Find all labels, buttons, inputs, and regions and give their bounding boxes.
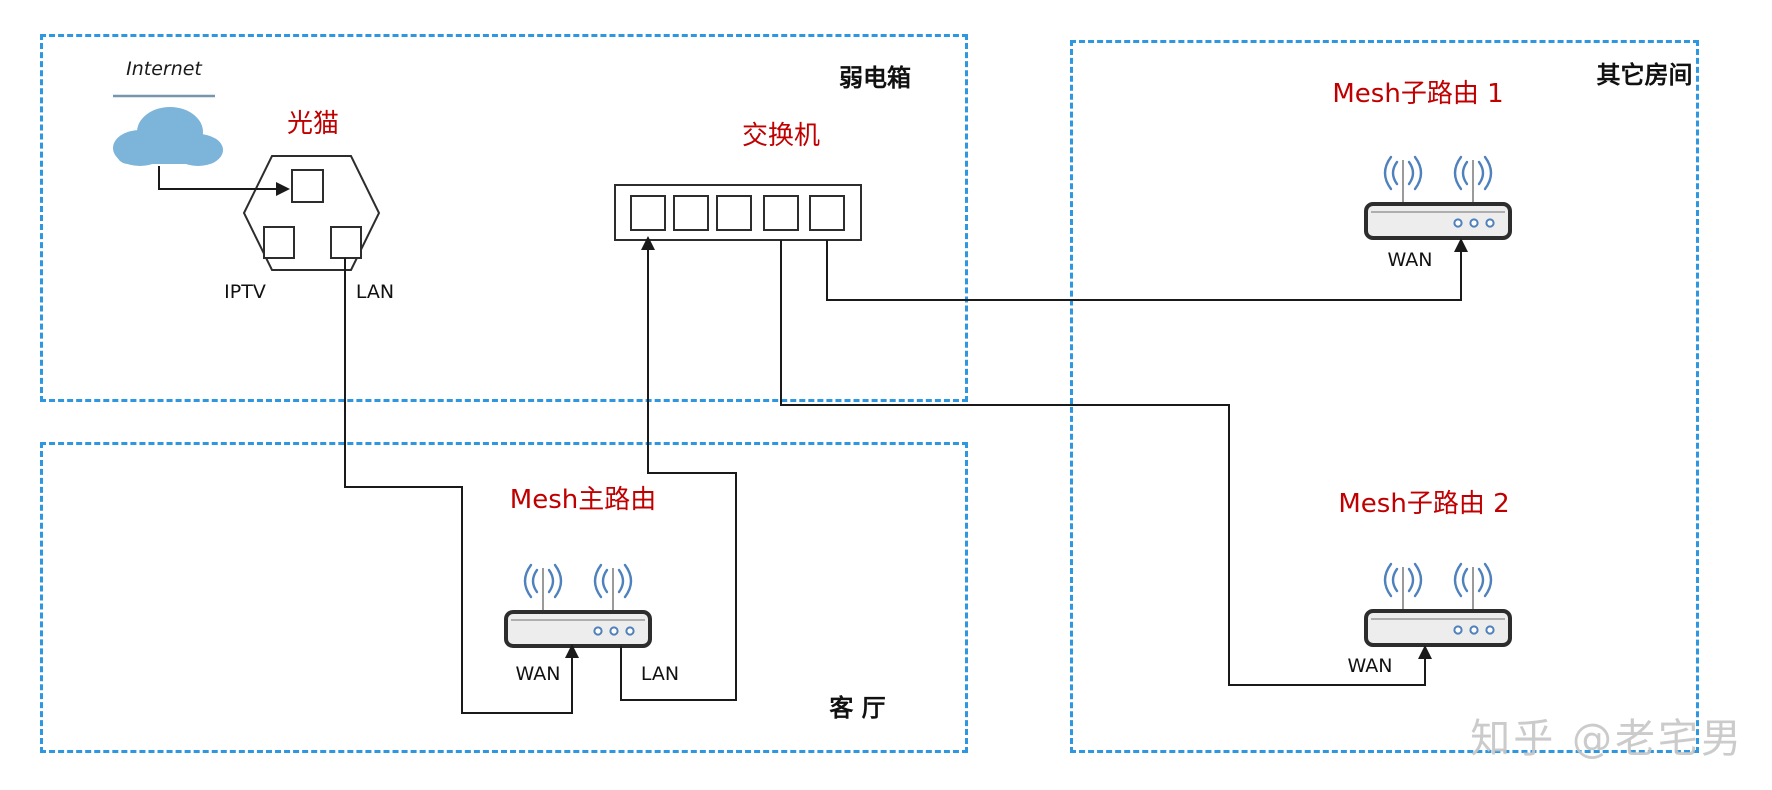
main-router-icon <box>504 563 652 648</box>
switch-port-3 <box>716 195 752 231</box>
cable-internet-to-modem <box>158 166 290 196</box>
modem-label: 光猫 <box>286 109 339 139</box>
modem-top-port <box>291 169 324 203</box>
sub-router-1-wan-label: WAN <box>1387 249 1433 271</box>
sub-router-2-wan-label: WAN <box>1347 655 1393 677</box>
cable-switch-to-sub-router-1 <box>826 238 1468 301</box>
cable-modem-lan-to-main-router-wan <box>344 258 579 714</box>
modem-iptv-port-label: IPTV <box>224 281 266 303</box>
modem-lan-port-label: LAN <box>355 281 395 303</box>
modem-iptv-port <box>263 226 295 259</box>
switch-port-5 <box>809 195 845 231</box>
watermark: 知乎 @老宅男 <box>1470 716 1744 762</box>
cable-switch-to-sub-router-2 <box>780 240 1432 686</box>
main-router-wan-label: WAN <box>515 663 561 685</box>
internet-cloud-icon <box>113 107 223 166</box>
sub-router-2-label: Mesh子路由 2 <box>1338 489 1510 519</box>
switch-icon <box>614 184 862 241</box>
main-router-label: Mesh主路由 <box>509 485 657 515</box>
cable-main-router-lan-to-switch <box>620 236 737 701</box>
sub-router-2-icon <box>1364 562 1512 647</box>
internet-label: Internet <box>126 58 202 80</box>
switch-port-1 <box>630 195 666 231</box>
zone-weak-current-box <box>40 34 968 402</box>
zone-living-room <box>40 442 968 753</box>
zone-weak-box-label: 弱电箱 <box>839 64 911 92</box>
zone-living-room-label: 客 厅 <box>829 694 886 722</box>
switch-port-4 <box>763 195 799 231</box>
modem-lan-port <box>330 226 362 259</box>
zone-other-rooms-label: 其它房间 <box>1596 61 1693 89</box>
main-router-lan-label: LAN <box>640 663 680 685</box>
switch-port-2 <box>673 195 709 231</box>
switch-label: 交换机 <box>741 121 820 151</box>
sub-router-1-icon <box>1364 155 1512 240</box>
modem-icon <box>242 155 381 271</box>
cables <box>158 166 1468 714</box>
zone-other-rooms <box>1070 40 1699 753</box>
sub-router-1-label: Mesh子路由 1 <box>1332 79 1504 109</box>
